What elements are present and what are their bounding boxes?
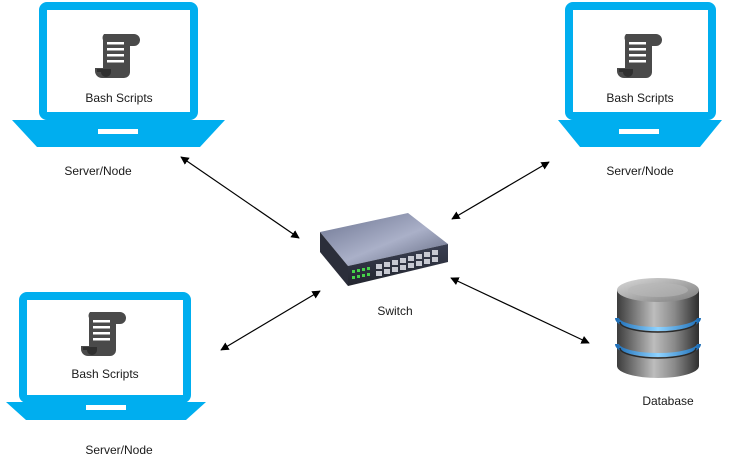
network-switch-icon <box>320 213 448 286</box>
laptop-top-left: Bash Scripts <box>12 2 225 147</box>
edge-top-right-to-switch <box>451 161 550 220</box>
inner-label: Bash Scripts <box>606 91 673 105</box>
node-label: Server/Node <box>606 164 674 178</box>
laptop-top-right: Bash Scripts <box>558 2 722 147</box>
node-label: Server/Node <box>85 443 153 457</box>
laptop-bottom-left: Bash Scripts <box>6 292 206 420</box>
node-label: Switch <box>377 304 412 318</box>
node-label: Database <box>642 394 694 408</box>
database-icon <box>615 278 701 378</box>
inner-label: Bash Scripts <box>71 367 138 381</box>
edges <box>180 156 590 351</box>
node-label: Server/Node <box>64 164 132 178</box>
inner-label: Bash Scripts <box>85 91 152 105</box>
edge-switch-to-database <box>450 277 590 344</box>
edge-top-left-to-switch <box>180 156 300 239</box>
edge-bottom-left-to-switch <box>220 290 321 351</box>
